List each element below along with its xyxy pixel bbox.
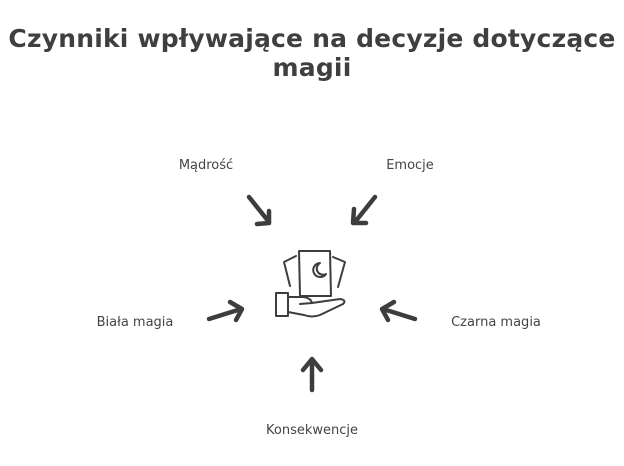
factor-label-konsekwencje: Konsekwencje — [266, 423, 358, 438]
arrow-biala-magia-icon — [206, 299, 245, 323]
arrow-madrosc-icon — [246, 194, 272, 227]
arrow-konsekwencje-icon — [300, 356, 324, 393]
factor-label-madrosc: Mądrość — [178, 158, 234, 173]
arrow-emocje-icon — [350, 194, 378, 226]
factor-label-emocje: Emocje — [386, 158, 434, 173]
arrow-czarna-magia-icon — [379, 299, 418, 323]
factor-label-czarna-magia: Czarna magia — [451, 315, 541, 330]
hand-holding-tarot-cards-icon — [275, 250, 346, 318]
factor-label-biala-magia: Biała magia — [96, 315, 174, 330]
diagram-title: Czynniki wpływające na decyzje dotyczące… — [8, 24, 616, 82]
